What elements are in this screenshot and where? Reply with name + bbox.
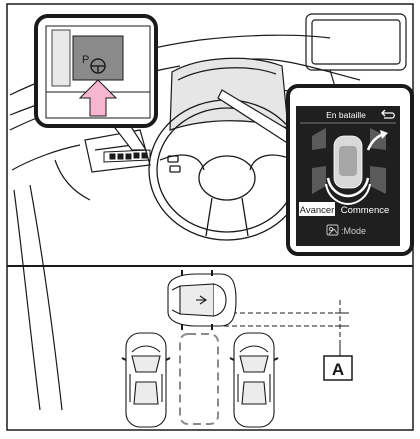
target-parking-space bbox=[180, 334, 218, 424]
forward-button-label: Avancer bbox=[300, 205, 335, 216]
center-switch-panel bbox=[104, 150, 150, 162]
multi-info-display: En bataille Avancer Commence bbox=[296, 106, 400, 246]
mode-label: :Mode bbox=[341, 226, 366, 236]
display-title: En bataille bbox=[326, 110, 366, 120]
parked-vehicle-right bbox=[230, 333, 278, 427]
reference-label: A bbox=[332, 360, 344, 379]
parking-diagram: A bbox=[122, 270, 352, 427]
own-vehicle bbox=[168, 270, 236, 330]
shift-indicator-label: P bbox=[82, 54, 89, 66]
start-caption: Commence bbox=[341, 205, 390, 216]
parked-vehicle-left bbox=[122, 333, 170, 427]
